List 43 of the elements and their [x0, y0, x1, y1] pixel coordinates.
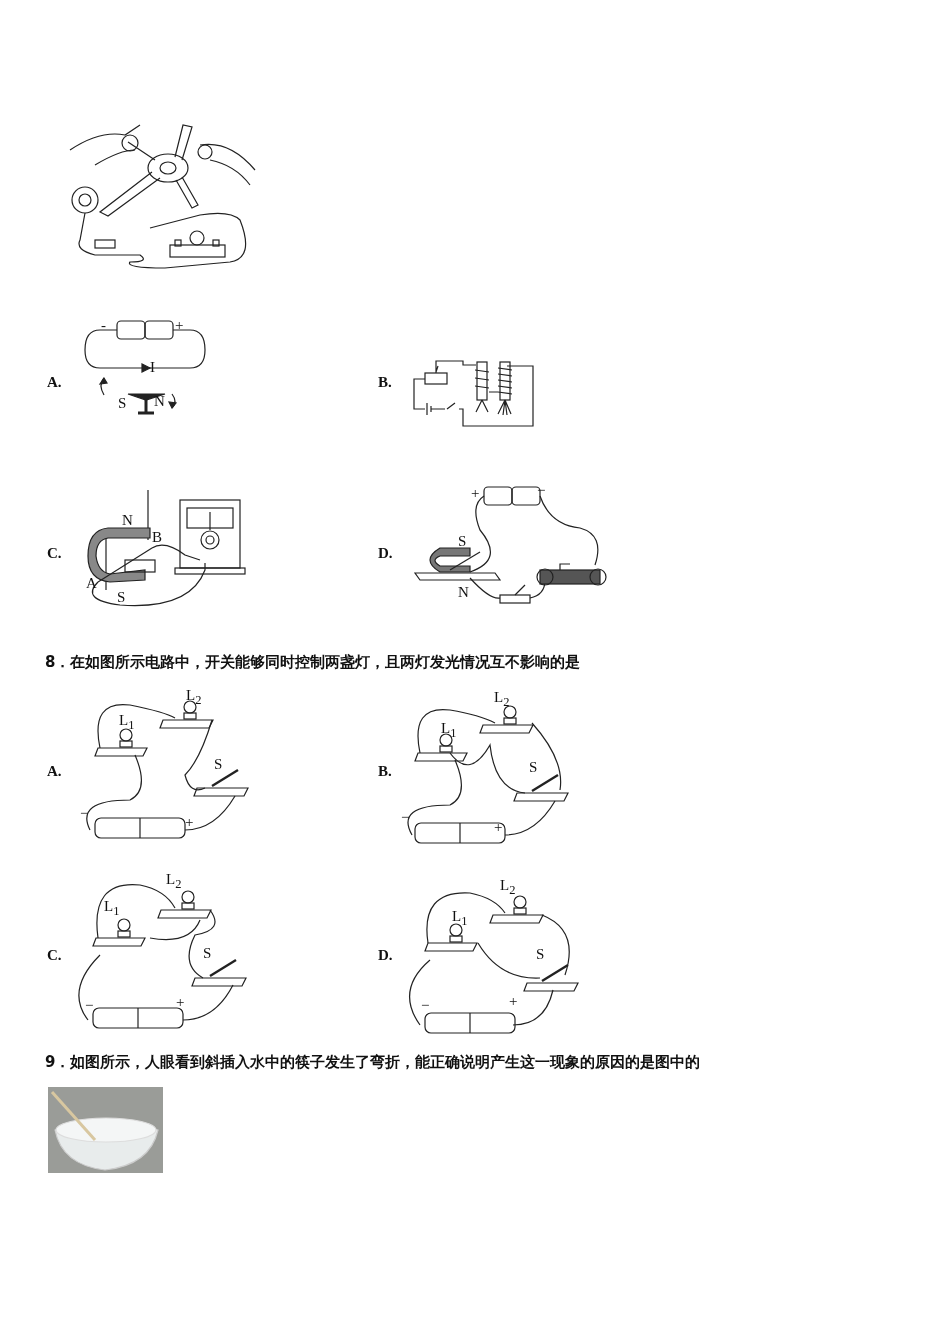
diagram-label: L$_{2}$	[166, 872, 182, 891]
diagram-label: S	[117, 590, 126, 605]
question-text: 8．在如图所示电路中，开关能够同时控制两盏灯，且两灯发光情况互不影响的是	[45, 655, 581, 670]
diagram-label: S	[118, 396, 127, 411]
diagram-label: −	[421, 998, 430, 1013]
diagram-label: B	[152, 530, 162, 545]
diagram-label: L$_{2}$	[500, 878, 516, 897]
option-letter: B.	[378, 375, 392, 390]
diagram-label: N	[122, 513, 133, 528]
diagram-label: S	[529, 760, 538, 775]
diagram-label: L$_{2}$	[186, 688, 202, 707]
diagram-label: −	[80, 806, 89, 821]
diagram-label: −	[85, 998, 94, 1013]
option-letter: C.	[47, 546, 62, 561]
option-letter: A.	[47, 375, 62, 390]
diagram-label: L$_{1}$	[119, 713, 135, 732]
diagram-label: N	[458, 585, 469, 600]
diagram-label: N	[154, 394, 165, 409]
diagram-label: S	[203, 946, 212, 961]
option-letter: A.	[47, 764, 62, 779]
diagram-label: S	[214, 757, 223, 772]
diagram-label: A	[86, 576, 97, 591]
diagram-label: −	[401, 810, 410, 825]
option-letter: C.	[47, 948, 62, 963]
option-letter: B.	[378, 764, 392, 779]
diagram-label: −	[537, 483, 546, 498]
diagram-label: L$_{1}$	[441, 721, 457, 740]
option-letter: D.	[378, 948, 393, 963]
diagram-label: +	[471, 486, 480, 501]
diagram-label: L$_{2}$	[494, 690, 510, 709]
diagram-label: -	[101, 318, 106, 333]
diagram-label: S	[536, 947, 545, 962]
option-letter: D.	[378, 546, 393, 561]
diagram-label: L$_{1}$	[104, 899, 120, 918]
diagram-label: S	[458, 534, 467, 549]
diagram-label: +	[175, 318, 184, 333]
diagram-label: +	[176, 995, 185, 1010]
diagram-label: +	[509, 994, 518, 1009]
diagram-label: +	[494, 820, 503, 835]
question-text: 9．如图所示，人眼看到斜插入水中的筷子发生了弯折，能正确说明产生这一现象的原因的是图中的	[45, 1055, 701, 1070]
diagram-label: +	[185, 815, 194, 830]
diagram-label: L$_{1}$	[452, 909, 468, 928]
diagram-label: I	[150, 360, 155, 375]
